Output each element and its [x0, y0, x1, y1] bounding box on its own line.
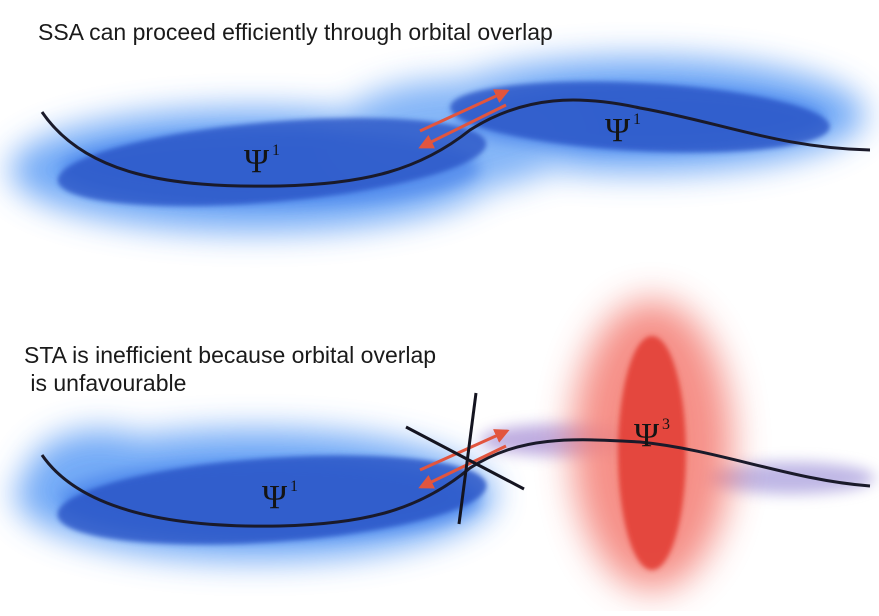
top-left-psi-label: Ψ	[244, 143, 269, 180]
bottom-caption-line-2: is unfavourable	[24, 370, 187, 396]
top-panel: Ψ 1 Ψ 1	[10, 57, 871, 232]
bottom-transfer-arrows	[418, 429, 510, 489]
top-caption: SSA can proceed efficiently through orbi…	[38, 19, 553, 45]
top-left-psi-sup: 1	[272, 142, 280, 159]
bottom-caption-line-1: STA is inefficient because orbital overl…	[24, 342, 437, 368]
bottom-panel: Ψ 1 Ψ 3	[15, 300, 875, 590]
blocked-transfer-cross	[405, 392, 525, 525]
top-right-psi-label: Ψ	[605, 112, 630, 149]
top-energy-curve	[40, 98, 871, 188]
top-arrow-left	[418, 103, 507, 149]
bottom-left-psi-sup: 1	[290, 478, 298, 495]
bottom-energy-curve	[40, 438, 871, 528]
top-transfer-arrows	[418, 89, 510, 149]
bottom-right-psi-sup: 3	[662, 416, 670, 433]
top-right-orbital	[450, 81, 830, 153]
bottom-arrow-right	[419, 429, 510, 472]
top-arrow-right	[419, 89, 510, 133]
bottom-right-psi-label: Ψ	[634, 417, 659, 454]
top-left-orbital	[57, 117, 487, 207]
top-right-psi-sup: 1	[633, 111, 641, 128]
bottom-left-psi-label: Ψ	[262, 479, 287, 516]
bottom-arrow-left	[418, 444, 507, 489]
bottom-left-orbital	[57, 455, 487, 545]
bottom-triplet-orbital	[618, 336, 686, 570]
